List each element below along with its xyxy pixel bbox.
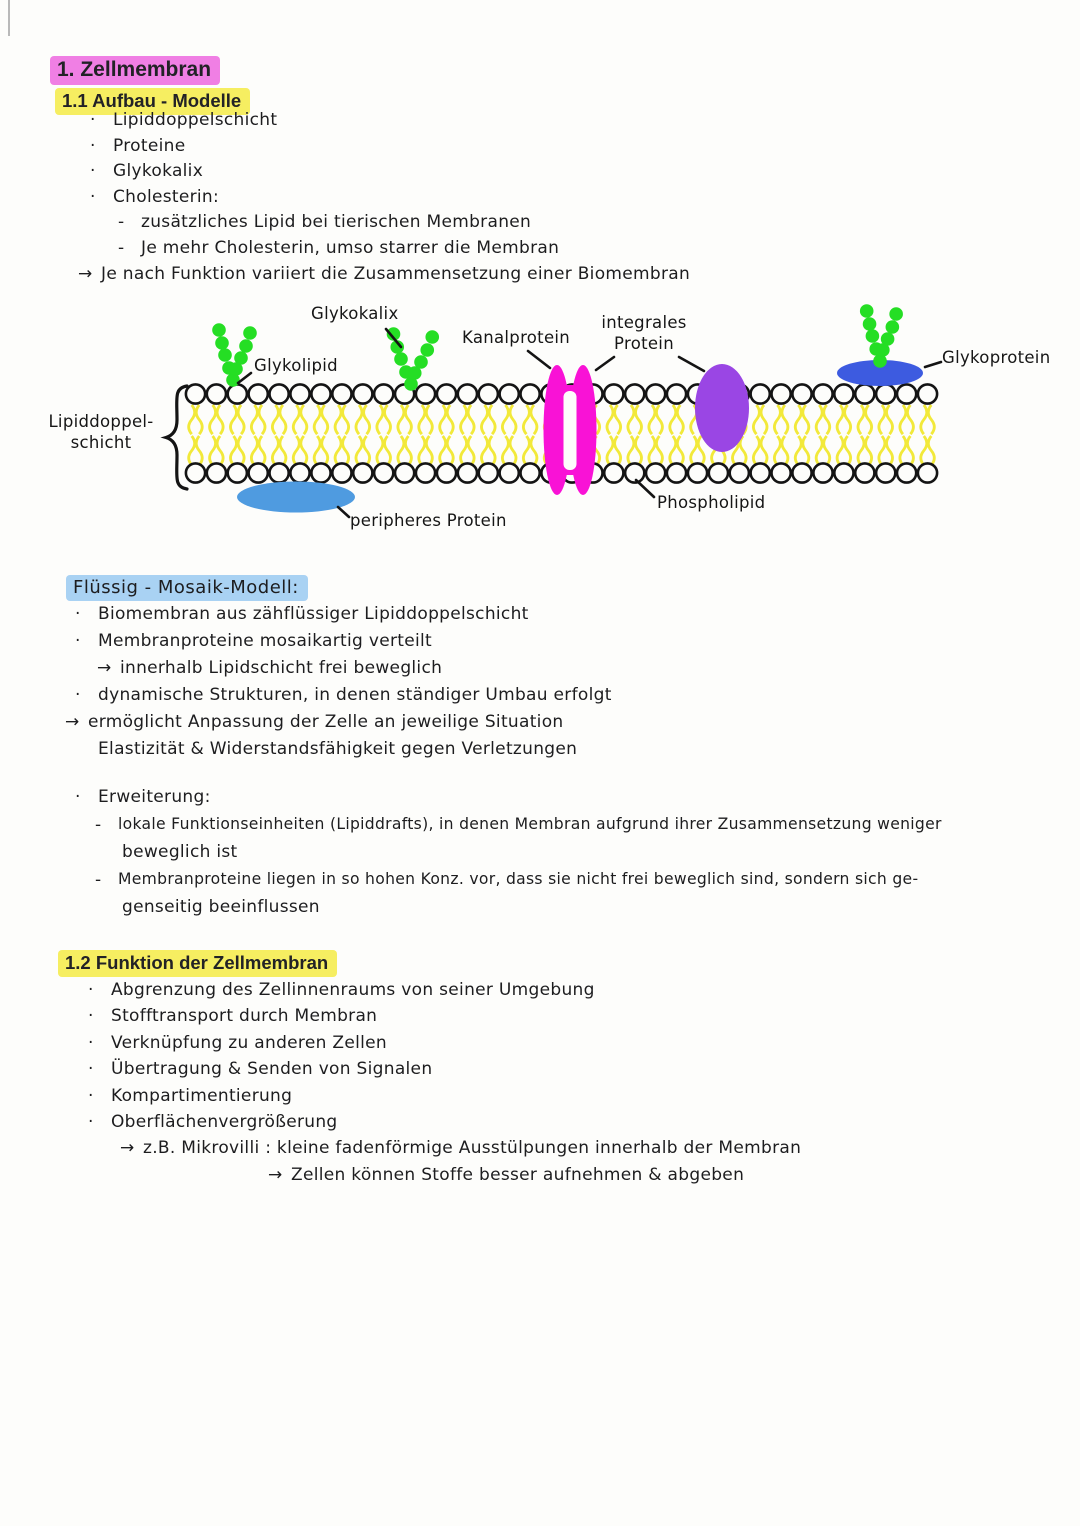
label-kanalprotein: Kanalprotein: [462, 328, 571, 347]
list-item-marker: ·: [88, 1059, 94, 1080]
membrane-drawing: [160, 304, 943, 519]
list-item: → z.B. Mikrovilli : kleine fadenförmige …: [120, 1138, 801, 1164]
list-item-text: ermöglicht Anpassung der Zelle an jeweil…: [88, 712, 564, 732]
list-item-text: Glykokalix: [113, 161, 204, 182]
list-item-marker: →: [97, 658, 112, 678]
list-item: · Oberflächenvergrößerung: [88, 1112, 801, 1138]
list-item-text: Erweiterung:: [98, 787, 211, 807]
list-item: · Proteine: [90, 136, 690, 162]
list-item-marker: -: [95, 869, 102, 890]
list-item-text: Membranproteine mosaikartig verteilt: [98, 631, 432, 651]
erweiterung-list: · Erweiterung: - lokale Funktionseinheit…: [75, 787, 942, 925]
list-item-marker: ·: [75, 631, 81, 651]
list-item-text: Oberflächenvergrößerung: [111, 1111, 338, 1132]
label-integrales-protein: integrales Protein: [585, 312, 703, 354]
list-item-text: z.B. Mikrovilli : kleine fadenförmige Au…: [143, 1138, 802, 1159]
list-item: - zusätzliches Lipid bei tierischen Memb…: [118, 212, 690, 238]
list-item: · Erweiterung:: [75, 787, 942, 815]
list-item: · Lipiddoppelschicht: [90, 110, 690, 136]
list-item-text: Kompartimentierung: [111, 1085, 293, 1106]
list-item: → innerhalb Lipidschicht frei beweglich: [97, 658, 612, 685]
list-item-marker: ·: [90, 135, 96, 156]
list-item-marker: -: [118, 212, 125, 233]
list-item: · Stofftransport durch Membran: [88, 1006, 801, 1032]
list-item: · Übertragung & Senden von Signalen: [88, 1059, 801, 1085]
list-item-marker: ·: [75, 685, 81, 705]
list-item-text: Je nach Funktion variiert die Zusammense…: [101, 263, 691, 284]
list-item: - Membranproteine liegen in so hohen Kon…: [95, 870, 942, 898]
label-lipiddoppelschicht: Lipiddoppel- schicht: [38, 411, 164, 453]
list-item: beweglich ist: [99, 842, 942, 870]
list-item-text: innerhalb Lipidschicht frei beweglich: [120, 658, 443, 678]
list-item: - Je mehr Cholesterin, umso starrer die …: [118, 238, 690, 264]
section-heading-funktion: 1.2 Funktion der Zellmembran: [58, 950, 338, 977]
label-integrales-line1: integrales: [601, 313, 687, 332]
list-item: → Je nach Funktion variiert die Zusammen…: [78, 264, 690, 290]
membrane-diagram: Glykokalix Glykolipid Kanalprotein integ…: [0, 0, 1080, 580]
list-item-marker: ·: [88, 1085, 94, 1106]
list-item: · dynamische Strukturen, in denen ständi…: [75, 685, 612, 712]
label-peripheres-protein: peripheres Protein: [350, 511, 507, 530]
list-item-marker: →: [78, 263, 93, 284]
list-item-marker: ·: [88, 1032, 94, 1053]
list-item-marker: ·: [90, 186, 96, 207]
list-item: Elastizität & Widerstandsfähigkeit gegen…: [75, 739, 612, 766]
list-item-marker: →: [268, 1164, 283, 1185]
list-item-text: genseitig beeinflussen: [122, 897, 320, 917]
list-item-text: Verknüpfung zu anderen Zellen: [111, 1032, 387, 1053]
list-item-marker: →: [65, 712, 80, 732]
list-item: - lokale Funktionseinheiten (Lipiddrafts…: [95, 815, 942, 843]
label-lipiddoppel-line2: schicht: [70, 433, 132, 452]
list-item: genseitig beeinflussen: [99, 897, 942, 925]
list-item: · Biomembran aus zähflüssiger Lipiddoppe…: [75, 604, 612, 631]
label-glykolipid: Glykolipid: [254, 356, 338, 375]
label-phospholipid: Phospholipid: [657, 493, 766, 512]
list-item: → Zellen können Stoffe besser aufnehmen …: [268, 1165, 801, 1191]
list-item-marker: ·: [75, 604, 81, 624]
funktion-list: · Abgrenzung des Zellinnenraums von sein…: [88, 980, 801, 1191]
list-item-marker: →: [120, 1138, 135, 1159]
aufbau-list: · Lipiddoppelschicht · Proteine · Glykok…: [78, 110, 690, 289]
list-item-marker: -: [95, 814, 102, 835]
list-item: · Membranproteine mosaikartig verteilt: [75, 631, 612, 658]
list-item-text: Je mehr Cholesterin, umso starrer die Me…: [141, 237, 560, 258]
list-item: → ermöglicht Anpassung der Zelle an jewe…: [65, 712, 612, 739]
list-item-text: Lipiddoppelschicht: [113, 110, 278, 130]
label-glykokalix: Glykokalix: [311, 304, 399, 323]
list-item-text: Zellen können Stoffe besser aufnehmen & …: [291, 1164, 745, 1185]
list-item-text: dynamische Strukturen, in denen ständige…: [98, 685, 612, 705]
label-lipiddoppel-line1: Lipiddoppel-: [48, 412, 154, 431]
list-item-marker: ·: [90, 161, 96, 182]
list-item-text: Stofftransport durch Membran: [111, 1006, 378, 1027]
list-item-text: beweglich ist: [122, 842, 238, 862]
list-item: · Kompartimentierung: [88, 1086, 801, 1112]
list-item: · Glykokalix: [90, 161, 690, 187]
list-item-text: Proteine: [113, 135, 186, 156]
list-item-text: Biomembran aus zähflüssiger Lipiddoppels…: [98, 604, 529, 624]
list-item-text: Abgrenzung des Zellinnenraums von seiner…: [111, 980, 595, 1000]
fluessig-list: · Biomembran aus zähflüssiger Lipiddoppe…: [65, 604, 612, 766]
list-item-text: Cholesterin:: [113, 186, 220, 207]
list-item-marker: ·: [88, 980, 94, 1000]
list-item-marker: ·: [88, 1111, 94, 1132]
label-integrales-line2: Protein: [614, 334, 674, 353]
list-item: · Cholesterin:: [90, 187, 690, 213]
label-glykoprotein: Glykoprotein: [942, 348, 1051, 367]
section-heading-aufbau: 1.1 Aufbau - Modelle: [55, 88, 251, 115]
list-item-text: Übertragung & Senden von Signalen: [111, 1059, 433, 1080]
page-edge-mark: [8, 0, 10, 36]
list-item-text: zusätzliches Lipid bei tierischen Membra…: [141, 212, 532, 233]
list-item-text: Elastizität & Widerstandsfähigkeit gegen…: [98, 739, 578, 759]
section-heading-fluessig: Flüssig - Mosaik-Modell:: [66, 575, 308, 601]
list-item-marker: ·: [90, 110, 96, 130]
list-item-marker: ·: [75, 787, 81, 807]
list-item-text: Membranproteine liegen in so hohen Konz.…: [118, 869, 919, 888]
list-item-marker: -: [118, 237, 125, 258]
list-item-text: lokale Funktionseinheiten (Lipiddrafts),…: [118, 814, 942, 833]
list-item: · Abgrenzung des Zellinnenraums von sein…: [88, 980, 801, 1006]
list-item: · Verknüpfung zu anderen Zellen: [88, 1033, 801, 1059]
page-title: 1. Zellmembran: [50, 56, 221, 85]
list-item-marker: ·: [88, 1006, 94, 1027]
